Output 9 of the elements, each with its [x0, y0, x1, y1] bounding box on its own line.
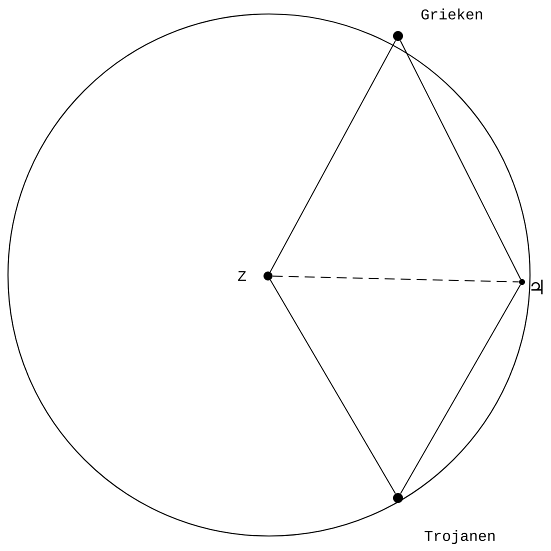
point-label: Trojanen	[424, 530, 495, 544]
line	[400, 40, 522, 280]
point-label: Z	[238, 271, 246, 281]
point-label: ♃	[531, 280, 543, 294]
line	[270, 40, 396, 272]
point-label: Grieken	[421, 8, 482, 20]
line	[272, 276, 520, 282]
line	[270, 280, 396, 494]
line	[400, 284, 521, 494]
